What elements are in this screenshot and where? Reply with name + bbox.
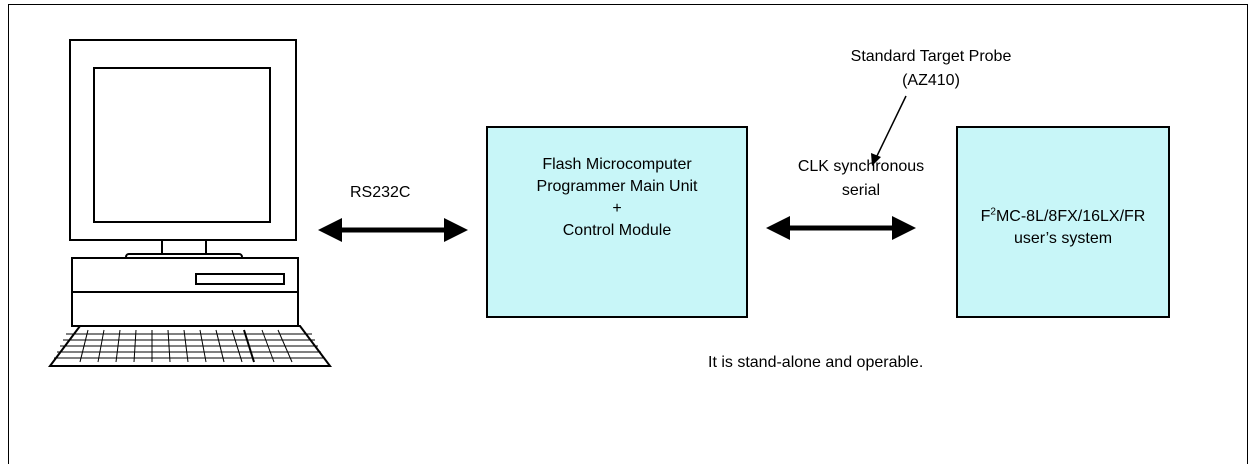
clk-serial-label-line1: CLK synchronous [797,158,925,175]
probe-callout-arrow [871,95,907,166]
main-unit-line1: Flash Microcomputer [542,156,692,173]
main-unit-line2: Programmer Main Unit [536,178,698,195]
main-unit-line3: + [612,200,622,217]
main-unit-line4: Control Module [562,222,672,239]
diagram-artwork [48,39,916,367]
double-arrow-icon [318,218,468,242]
probe-label-line2: (AZ410) [902,72,960,89]
personal-computer-icon [48,39,332,367]
target-line1: F2MC-8L/8FX/16LX/FR [980,206,1146,225]
programmer-main-unit-box: Flash Microcomputer Programmer Main Unit… [486,126,748,318]
clk-serial-label-line2: serial [841,182,881,199]
target-line2: user’s system [1013,230,1113,247]
diagram-frame [8,4,1248,464]
stand-alone-note: It is stand-alone and operable. [708,354,924,371]
target-user-system-box: F2MC-8L/8FX/16LX/FR user’s system [956,126,1170,318]
rs232c-label: RS232C [350,184,411,201]
double-arrow-icon [766,216,916,240]
probe-label-line1: Standard Target Probe [850,48,1012,65]
